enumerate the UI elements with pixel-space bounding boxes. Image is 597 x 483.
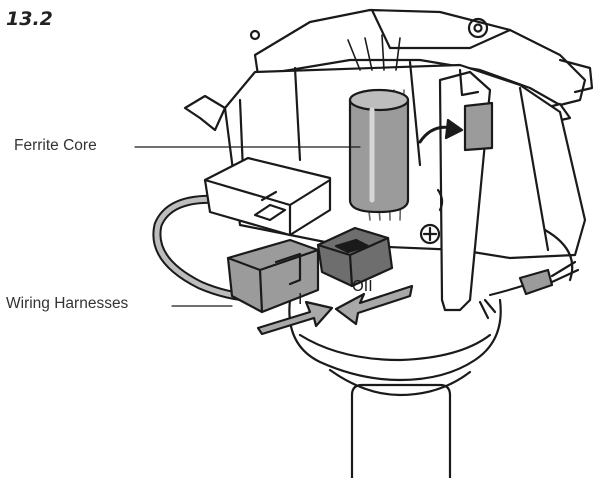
direction-arrow xyxy=(418,118,464,144)
terminal-block xyxy=(203,156,332,237)
ground-screw xyxy=(419,223,441,245)
side-connector xyxy=(478,228,580,320)
push-arrow-right xyxy=(256,300,334,336)
harness-connector-left xyxy=(226,238,320,314)
wiring-harnesses-label: Wiring Harnesses xyxy=(6,295,129,312)
wire-loop xyxy=(152,194,267,303)
downrod xyxy=(350,383,452,480)
push-arrow-left xyxy=(334,284,414,326)
connector-mark-right: OII xyxy=(352,277,373,295)
mounting-collar xyxy=(288,298,502,397)
harness-connector-right xyxy=(316,226,394,288)
step-number: 13.2 xyxy=(6,8,53,30)
ferrite-core-label: Ferrite Core xyxy=(14,137,97,154)
ferrite-core xyxy=(348,88,410,214)
connector-mark-left: I xyxy=(298,290,302,308)
wiring-label xyxy=(463,101,494,152)
